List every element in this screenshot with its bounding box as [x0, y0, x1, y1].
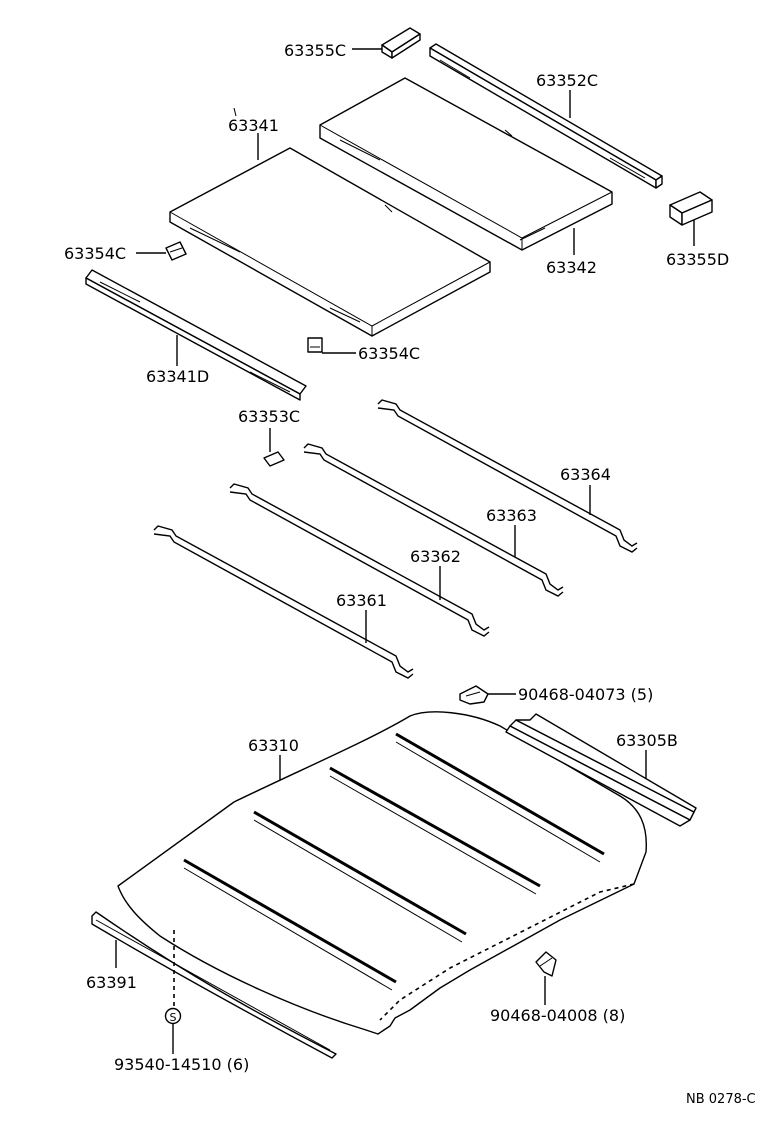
- part-63353C-pad: [263, 451, 285, 467]
- label-63355C: 63355C: [284, 41, 346, 60]
- part-63354C-bottom-clip: [307, 337, 323, 353]
- part-63355D-block: [669, 191, 713, 226]
- label-63341D: 63341D: [146, 367, 209, 386]
- label-63310: 63310: [248, 736, 299, 755]
- part-63354C-top-clip: [165, 241, 187, 261]
- label-63341: 63341: [228, 116, 279, 135]
- part-90468-04073-clip: [459, 685, 489, 705]
- part-63310-headlining: [117, 711, 647, 1035]
- sheet-code: NB 0278-C: [686, 1092, 756, 1107]
- clip-letter-label: S: [170, 1011, 177, 1024]
- part-63352C-strip: [429, 43, 663, 189]
- label-63352C: 63352C: [536, 71, 598, 90]
- part-63363-bow: [303, 443, 564, 597]
- part-63341D-strip: [85, 269, 307, 401]
- label-63364: 63364: [560, 465, 611, 484]
- label-93540-14510: 93540-14510 (6): [114, 1055, 249, 1074]
- label-63362: 63362: [410, 547, 461, 566]
- part-63391-front-strip: [91, 911, 337, 1059]
- part-63361-bow: [153, 525, 414, 679]
- part-90468-04008-clip: [535, 951, 557, 977]
- label-63361: 63361: [336, 591, 387, 610]
- label-63363: 63363: [486, 506, 537, 525]
- label-90468-04073: 90468-04073 (5): [518, 685, 653, 704]
- part-63305B-rear-strip: [505, 713, 697, 827]
- part-63362-bow: [229, 483, 490, 637]
- label-63305B: 63305B: [616, 731, 678, 750]
- part-63341-board: [169, 147, 491, 337]
- label-90468-04008: 90468-04008 (8): [490, 1006, 625, 1025]
- tick-63341: [233, 107, 237, 117]
- part-63342-board: [319, 77, 613, 251]
- part-63364-bow: [377, 399, 638, 553]
- part-93540-14510-clip: S: [164, 1007, 182, 1025]
- part-63355C-block: [381, 27, 421, 59]
- label-63342: 63342: [546, 258, 597, 277]
- label-63354C-bottom: 63354C: [358, 344, 420, 363]
- label-63353C: 63353C: [238, 407, 300, 426]
- label-63355D: 63355D: [666, 250, 729, 269]
- label-63354C-top: 63354C: [64, 244, 126, 263]
- label-63391: 63391: [86, 973, 137, 992]
